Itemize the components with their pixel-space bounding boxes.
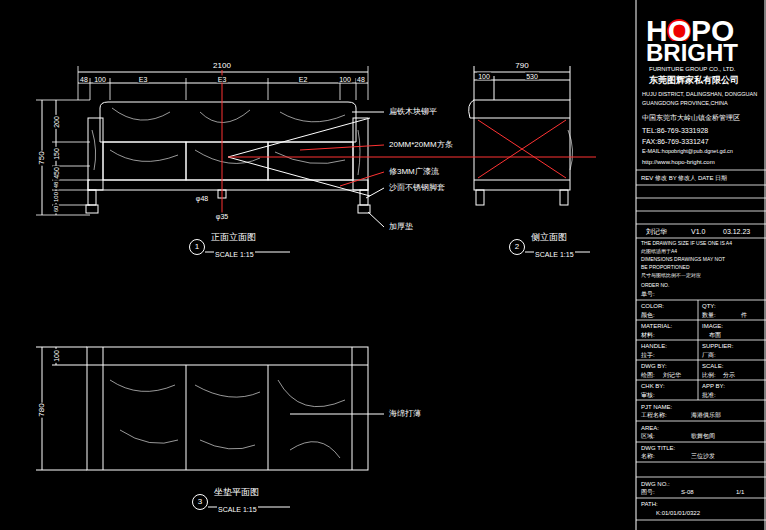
view-title: 坐垫平面图 xyxy=(213,488,260,497)
title-block-text: 厂商: xyxy=(701,352,717,358)
title-block-text: PATH: xyxy=(640,501,659,507)
view-number: 2 xyxy=(514,243,520,251)
callout-note: 沙面不锈钢脚套 xyxy=(388,184,446,192)
title-block-text: 03.12.23 xyxy=(722,228,751,235)
view-number: 3 xyxy=(197,498,203,506)
callout-note: 加厚垫 xyxy=(388,223,414,231)
title-block-text: ORDER NO. xyxy=(640,283,670,288)
view-number: 1 xyxy=(194,243,200,251)
title-block-text: GUANGDONG PROVINCE,CHINA xyxy=(641,101,729,107)
dimension: 100 xyxy=(477,73,491,80)
title-block-text: 海港俱乐部 xyxy=(690,412,722,418)
title-block-text: COLOR: xyxy=(640,303,665,309)
title-block-text: 刘记华 xyxy=(645,228,668,235)
dimension: 100 xyxy=(338,76,352,83)
dimension: 450 xyxy=(53,166,60,180)
title-block-text: 绘图: xyxy=(640,372,656,378)
title-block-text: QTY: xyxy=(701,303,717,309)
view-number-circle: 1正面立面图SCALE 1:15 xyxy=(189,239,205,255)
view-number-circle: 2侧立面图SCALE 1:15 xyxy=(509,239,525,255)
title-block-text: 尺寸与图纸比例不一定对应 xyxy=(640,273,702,278)
title-block-text: 拉手: xyxy=(640,352,656,358)
title-block-text: http://www.hopo-bright.com xyxy=(641,159,716,165)
title-block-text: 批准: xyxy=(701,392,717,398)
title-block-text: S-08 xyxy=(680,489,695,495)
dimension: 100 xyxy=(93,76,107,83)
title-block-text: 工程名称: xyxy=(640,412,668,418)
title-block-text: 数量: xyxy=(701,312,717,318)
dimension: 530 xyxy=(525,73,539,80)
dimension: E3 xyxy=(138,76,149,83)
dimension: 48 xyxy=(79,76,89,83)
company-logo: FURNITURE GROUP CO., LTD. xyxy=(648,66,736,72)
view-title: 侧立面图 xyxy=(530,233,568,242)
title-block-text: 材料: xyxy=(640,332,656,338)
title-block-text: MATERIAL: xyxy=(640,323,673,329)
title-block-text: SUPPLIER: xyxy=(701,343,734,349)
company-logo: 东莞图辉家私有限公司 xyxy=(648,76,740,85)
title-block-text: CHK BY: xyxy=(640,383,666,389)
title-block-text: DWG TITLE: xyxy=(640,445,676,451)
company-logo: BRIGHT xyxy=(645,41,739,65)
title-block-text: K:01/01/01/0322 xyxy=(655,510,701,516)
title-block-text: SCALE: xyxy=(701,363,724,369)
callout-note: 20MM*20MM方条 xyxy=(388,141,454,149)
dimension: 100 xyxy=(53,191,59,203)
title-block-text: 此图纸适用于A4 xyxy=(640,249,678,254)
title-block-text: TEL:86-769-3331928 xyxy=(641,127,709,134)
view-scale: SCALE 1:15 xyxy=(214,251,255,258)
title-block-text: 布面 xyxy=(708,332,722,338)
title-block-text: AREA: xyxy=(640,425,660,431)
dimension: 780 xyxy=(38,402,46,417)
title-block-text: HANDLE: xyxy=(640,343,668,349)
title-block-text: E-MAIL:hopobright@pub.dgnet.gd.cn xyxy=(641,149,734,155)
title-block-text: 歌舞包间 xyxy=(690,433,716,439)
dimension: 200 xyxy=(53,115,60,129)
title-block-text: 颜色: xyxy=(640,312,656,318)
dimension: 150 xyxy=(53,147,60,161)
title-block-text: FAX:86-769-3331247 xyxy=(641,138,710,145)
title-block-text: 件 xyxy=(740,312,748,318)
dimension: φ35 xyxy=(215,213,229,220)
dimension: φ48 xyxy=(195,195,209,202)
title-block-text: BE PROPORTIONED xyxy=(640,265,691,270)
title-block-text: PJT NAME: xyxy=(640,404,673,410)
title-block-text: 图号: xyxy=(640,489,656,495)
dimension: 2100 xyxy=(212,62,232,70)
title-block-text: 名称: xyxy=(640,453,656,459)
callout-note: 海绵打薄 xyxy=(388,410,422,418)
callout-note: 修3MM广漆流 xyxy=(388,168,440,176)
title-block-text: 中国东莞市大岭山镇金桥管理区 xyxy=(641,114,741,121)
title-block-text: DWG NO.: xyxy=(640,481,671,487)
callout-note: 扁铁木块铆平 xyxy=(388,108,438,116)
view-scale: SCALE 1:15 xyxy=(217,506,258,513)
title-block-text: 区域: xyxy=(640,433,656,439)
dimension: 750 xyxy=(38,150,46,165)
view-title: 正面立面图 xyxy=(210,233,257,242)
dimension: E3 xyxy=(217,76,228,83)
dimension: 100 xyxy=(53,349,60,363)
title-block-text: 分示 xyxy=(722,372,736,378)
title-block-text: DIMENSIONS DRAWINGS MAY NOT xyxy=(640,257,726,262)
title-block-text: 单号: xyxy=(640,291,656,297)
dimension: 790 xyxy=(514,62,529,70)
dimension: 60 xyxy=(53,205,59,214)
title-block-text: 刘记华 xyxy=(662,372,682,378)
title-block-text: THE DRAWING SIZE IF USE ONE IS A4 xyxy=(640,241,733,246)
title-block-text: DWG BY: xyxy=(640,363,668,369)
title-block-text: REV 修改 BY 修改人 DATE 日期 xyxy=(640,175,728,181)
title-block-text: 比例: xyxy=(701,372,717,378)
title-block-text: 审核: xyxy=(640,392,656,398)
title-block-text: 三位沙发 xyxy=(690,453,716,459)
title-block-text: APP BY: xyxy=(701,383,726,389)
title-block-text: 1/1 xyxy=(735,489,745,495)
title-block-text: HUJU DISTRICT, DALINGSHAN, DONGGUAN xyxy=(641,92,758,98)
title-block-text: IMAGE: xyxy=(701,323,724,329)
dimension: 48 xyxy=(53,181,59,190)
view-scale: SCALE 1:15 xyxy=(534,251,575,258)
title-block-text: V1.0 xyxy=(690,228,706,235)
dimension: E2 xyxy=(298,76,309,83)
view-number-circle: 3坐垫平面图SCALE 1:15 xyxy=(192,494,208,510)
dimension: 48 xyxy=(356,76,366,83)
